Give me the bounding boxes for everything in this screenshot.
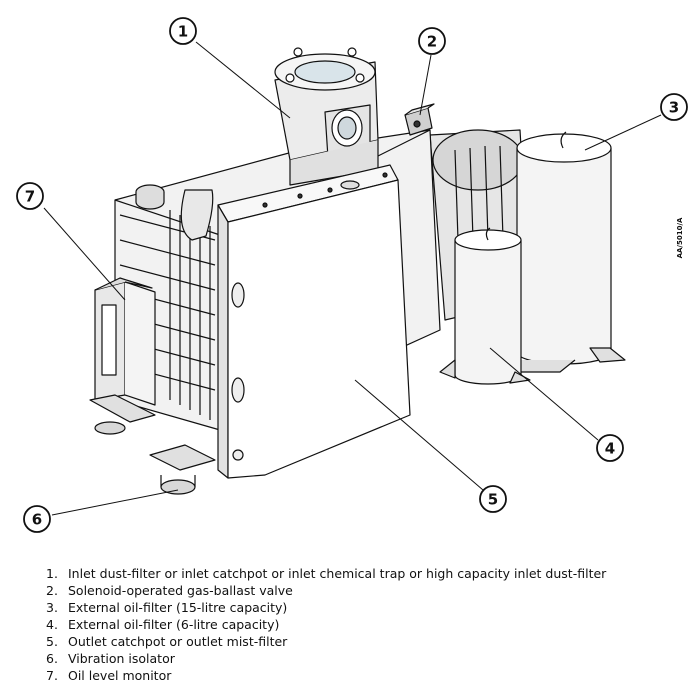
legend-item: 4. External oil-filter (6-litre capacity) xyxy=(46,616,606,633)
outlet-mist-filter xyxy=(217,164,411,479)
legend-text: Inlet dust-filter or inlet catchpot or i… xyxy=(68,566,607,581)
legend-list: 1. Inlet dust-filter or inlet catchpot or… xyxy=(46,565,606,684)
inlet-dust-filter xyxy=(274,47,379,186)
legend-text: External oil-filter (6-litre capacity) xyxy=(68,617,280,632)
legend-text: External oil-filter (15-litre capacity) xyxy=(68,600,288,615)
callout-5: 5 xyxy=(488,491,498,509)
legend-number: 4. xyxy=(46,617,58,632)
legend-item: 7. Oil level monitor xyxy=(46,667,606,684)
legend-text: Outlet catchpot or outlet mist-filter xyxy=(68,634,288,649)
callout-2: 2 xyxy=(427,33,437,51)
legend-number: 2. xyxy=(46,583,58,598)
leader-lines xyxy=(43,41,662,516)
vibration-isolators xyxy=(89,394,216,495)
legend-number: 7. xyxy=(46,668,58,683)
pump-assembly-diagram: 1 2 3 4 5 6 7 AA/5010/A xyxy=(16,17,688,533)
callout-4: 4 xyxy=(605,440,615,458)
legend-number: 6. xyxy=(46,651,58,666)
oil-level-monitor xyxy=(94,277,156,406)
legend-item: 2. Solenoid-operated gas-ballast valve xyxy=(46,582,606,599)
figure-reference-code: AA/5010/A xyxy=(676,217,684,258)
legend-item: 6. Vibration isolator xyxy=(46,650,606,667)
legend-text: Vibration isolator xyxy=(68,651,175,666)
gas-ballast-valve xyxy=(404,103,435,136)
legend-number: 5. xyxy=(46,634,58,649)
callout-3: 3 xyxy=(669,99,679,117)
legend-item: 5. Outlet catchpot or outlet mist-filter xyxy=(46,633,606,650)
legend-item: 3. External oil-filter (15-litre capacity… xyxy=(46,599,606,616)
oil-filter-6-litre xyxy=(439,227,531,385)
callout-1: 1 xyxy=(178,23,188,41)
callout-6: 6 xyxy=(32,511,42,529)
callouts: 1 2 3 4 5 6 7 xyxy=(16,17,688,533)
callout-7: 7 xyxy=(25,188,35,206)
legend-number: 3. xyxy=(46,600,58,615)
legend-number: 1. xyxy=(46,566,58,581)
oil-filter-15-litre xyxy=(504,131,626,373)
legend-text: Oil level monitor xyxy=(68,668,172,683)
legend-item: 1. Inlet dust-filter or inlet catchpot or… xyxy=(46,565,606,582)
legend-text: Solenoid-operated gas-ballast valve xyxy=(68,583,293,598)
